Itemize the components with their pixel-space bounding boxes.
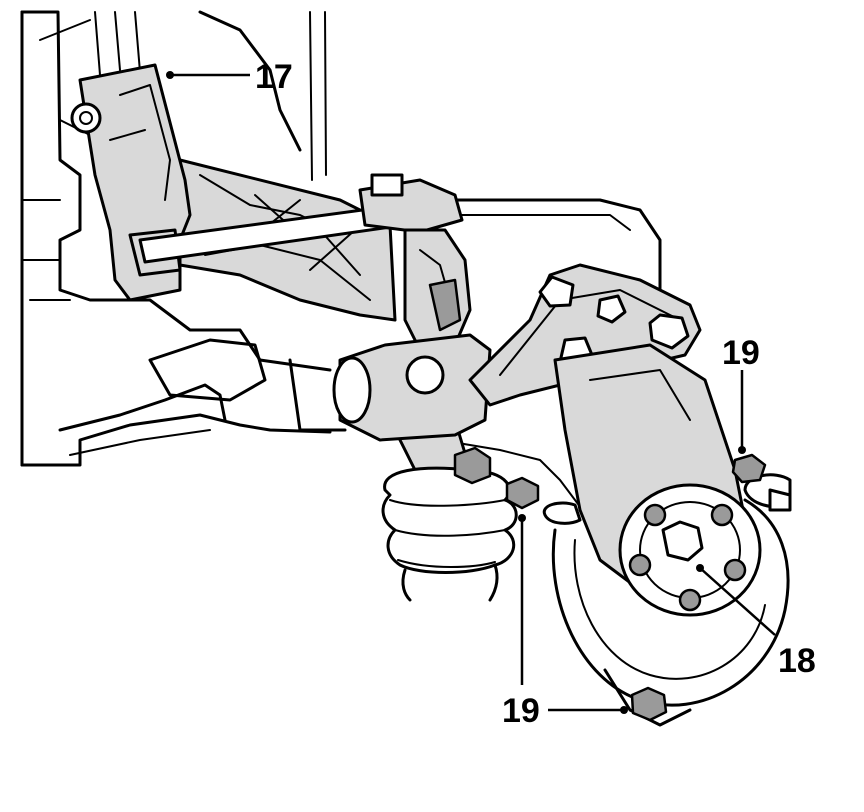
lower-mount [332, 333, 492, 485]
shift-joint [403, 228, 472, 352]
callout-19-right: 19 [722, 334, 760, 454]
link-rod [138, 173, 464, 264]
retaining-clips [542, 453, 792, 525]
driveshaft-boot [381, 418, 518, 602]
nut-19-bottom [630, 686, 668, 722]
torque-arm-bracket [468, 263, 702, 407]
callout-17-label: 17 [255, 58, 293, 96]
damper-pulley [551, 483, 790, 727]
callout-17: 17 [166, 58, 293, 96]
callout-18-label: 18 [778, 642, 816, 680]
callout-19-right-label: 19 [722, 334, 760, 372]
nut-19-center [505, 476, 540, 510]
callout-18: 18 [696, 564, 816, 680]
callout-19-bottom: 19 [502, 514, 628, 730]
callout-19-bottom-label: 19 [502, 692, 540, 730]
gearbox-housing [20, 10, 662, 521]
